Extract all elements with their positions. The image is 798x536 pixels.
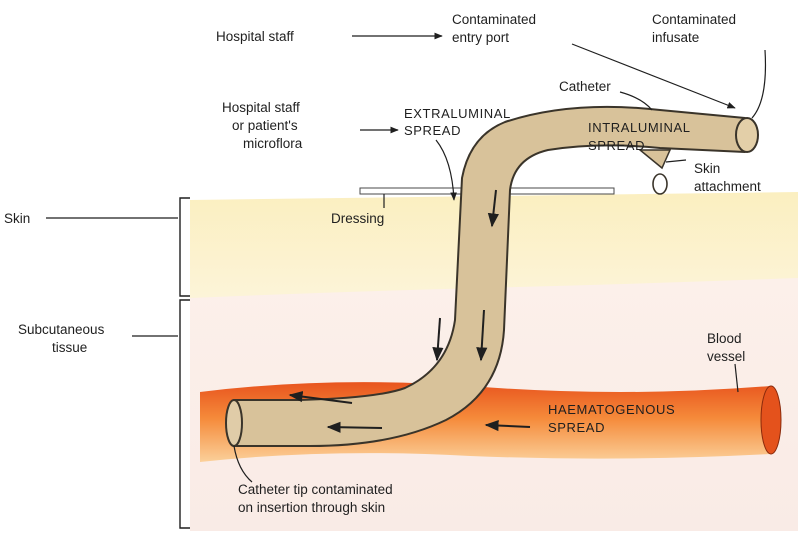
label-catheter: Catheter <box>559 79 611 94</box>
pointer-line <box>572 44 735 108</box>
label-skin-attachment: Skin attachment <box>694 161 761 194</box>
blood-vessel-opening <box>761 386 781 454</box>
subcutaneous-bracket <box>180 300 190 528</box>
skin-attachment-suture <box>653 174 667 194</box>
catheter-hub-end <box>736 118 758 152</box>
label-subcutaneous-tissue: Subcutaneous tissue <box>18 322 108 355</box>
skin-bracket <box>180 198 190 296</box>
pointer-line <box>752 50 765 118</box>
catheter-tip <box>226 400 242 446</box>
label-skin: Skin <box>4 211 30 226</box>
label-contaminated-infusate: Contaminated infusate <box>652 12 740 45</box>
label-contaminated-entry-port: Contaminated entry port <box>452 12 540 45</box>
label-hospital-staff: Hospital staff <box>216 29 294 44</box>
pointer-line <box>666 160 686 162</box>
label-hospital-staff-microflora: Hospital staff or patient's microflora <box>222 100 304 151</box>
label-dressing: Dressing <box>331 211 384 226</box>
flow-arrow <box>328 427 382 428</box>
